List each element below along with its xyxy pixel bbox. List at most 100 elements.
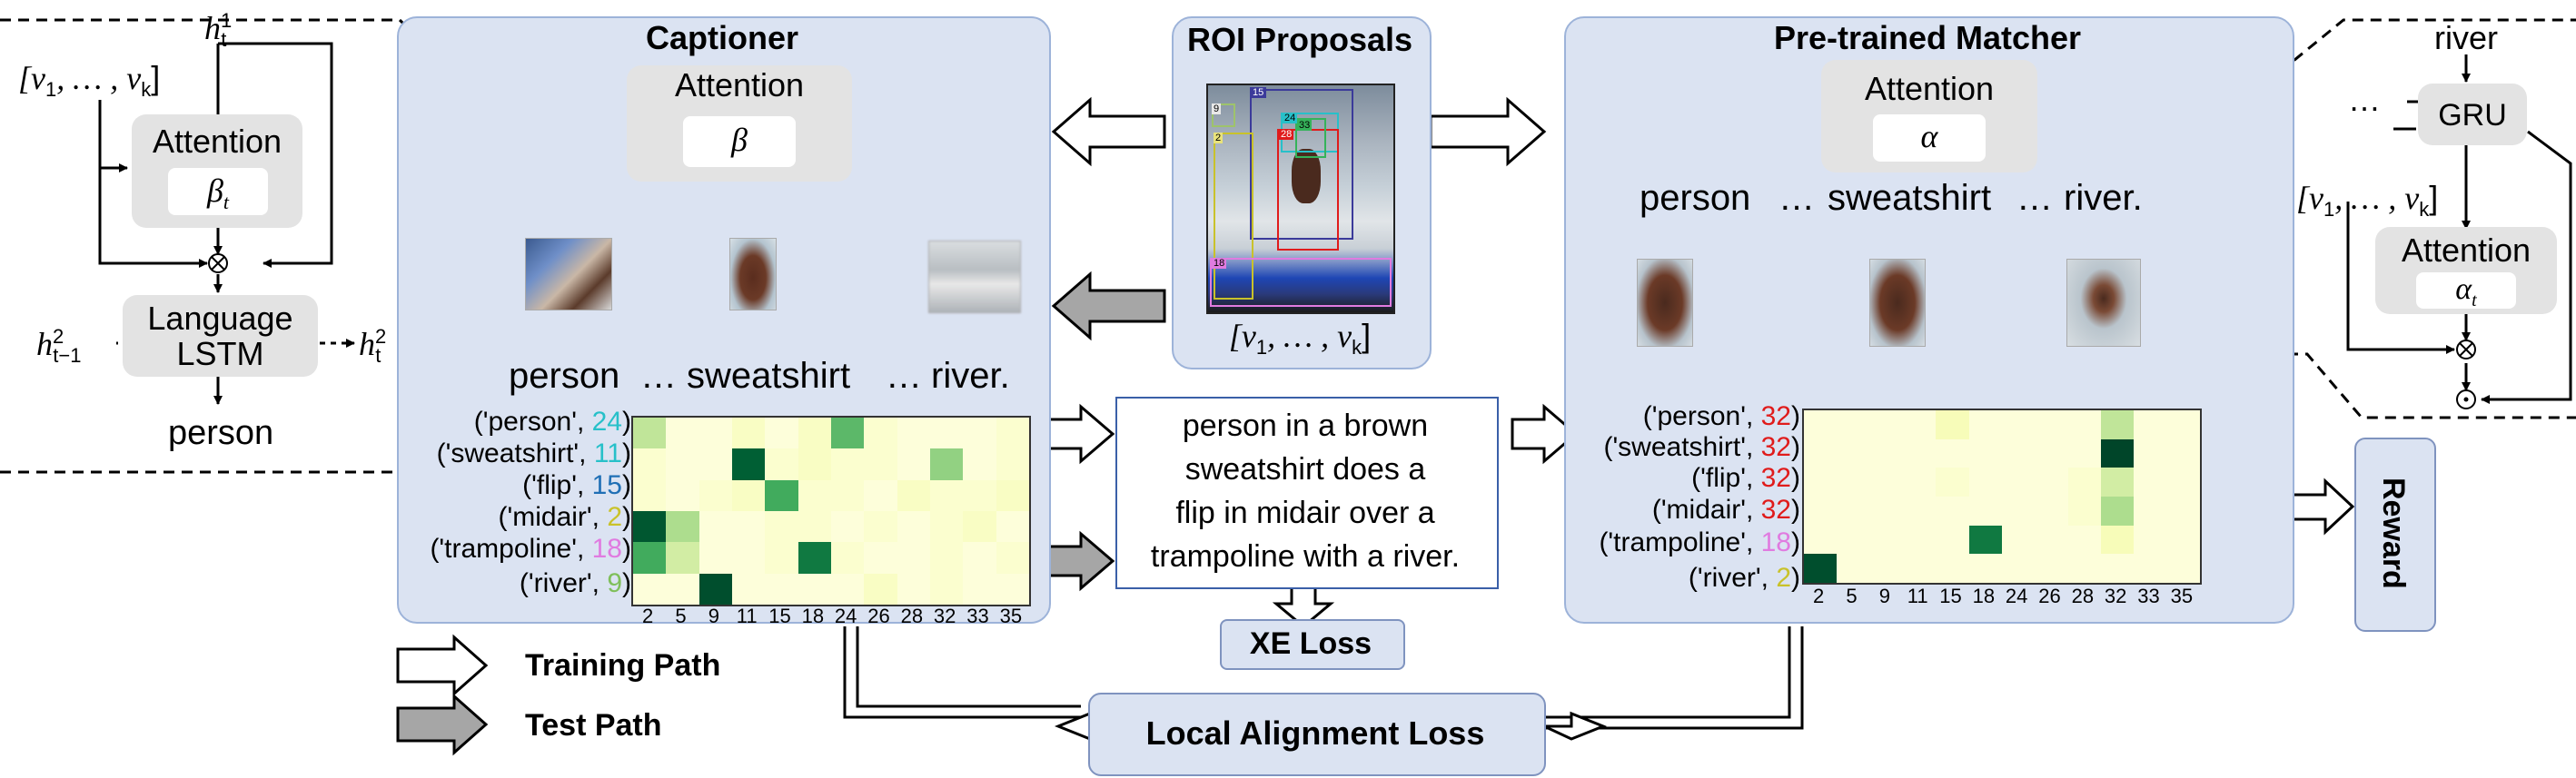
roi-test-arrow [1051, 271, 1166, 341]
x-tick-label: 18 [1972, 585, 1996, 607]
heatmap-cell [897, 448, 930, 480]
heatmap-cell [830, 418, 865, 449]
x-tick-label: 18 [801, 605, 825, 627]
legend-test-arrow [396, 693, 489, 756]
x-tick-label: 5 [675, 605, 687, 627]
lstm-output-label: person [168, 414, 274, 452]
heatmap-cell [864, 479, 897, 511]
heatmap-cell [830, 573, 865, 605]
gru-label: GRU [2438, 98, 2507, 133]
roi-person-figure [1292, 149, 1321, 203]
heatmap-cell [1869, 496, 1903, 526]
heatmap-cell [1837, 438, 1870, 468]
captioner-word-sweatshirt: sweatshirt [687, 356, 851, 396]
heatmap-cell [897, 510, 930, 543]
matcher-word-river: river. [2064, 178, 2143, 218]
alpha-label: α [1920, 118, 1938, 154]
h-next-label: h2t [359, 325, 387, 368]
heatmap-cell [864, 418, 897, 449]
captioner-row-label: ('river', 9) [519, 568, 631, 598]
heatmap-cell [666, 448, 699, 480]
matcher-word-person: person [1640, 178, 1751, 218]
heatmap-cell [996, 542, 1029, 574]
heatmap-cell [1804, 438, 1838, 468]
heatmap-cell [2134, 438, 2167, 468]
heatmap-cell [765, 542, 798, 574]
roi-caption: [v1, … , vk] [1228, 317, 1372, 359]
roi-title: ROI Proposals [1186, 21, 1413, 58]
generated-sentence-box [1115, 397, 1499, 589]
heatmap-cell [963, 573, 996, 605]
matcher-row-label: ('trampoline', 18) [1599, 527, 1800, 557]
heatmap-cell [2067, 438, 2101, 468]
heatmap-cell [929, 479, 964, 511]
heatmap-cell [2100, 525, 2135, 555]
matcher-word-ellipsis-2: … [2016, 178, 2053, 218]
heatmap-cell [765, 418, 798, 449]
matcher-image-person [1637, 259, 1693, 347]
x-tick-label: 26 [867, 605, 890, 627]
captioner-attention-label: Attention [674, 66, 805, 103]
roi-label-15: 15 [1250, 87, 1267, 98]
heatmap-cell [2166, 525, 2200, 555]
x-tick-label: 35 [999, 605, 1023, 627]
alpha-t-label: αt [2455, 272, 2477, 310]
heatmap-cell [2166, 468, 2200, 497]
heatmap-cell [963, 418, 996, 449]
heatmap-cell [996, 573, 1029, 605]
image-river-crop [928, 241, 1021, 313]
heatmap-cell [2035, 438, 2068, 468]
x-tick-label: 28 [900, 605, 924, 627]
roi-box-2 [1214, 133, 1253, 300]
roi-box-9 [1212, 103, 1235, 127]
heatmap-cell [2134, 410, 2167, 439]
heatmap-cell [2100, 496, 2135, 526]
x-tick-label: 15 [768, 605, 791, 627]
matcher-attention-heatmap [1802, 409, 2202, 585]
x-tick-label: 2 [642, 605, 654, 627]
heatmap-cell [1804, 525, 1838, 555]
heatmap-cell [1869, 554, 1903, 583]
heatmap-cell [2035, 468, 2068, 497]
h-prev-label: h2t−1 [36, 325, 82, 368]
heatmap-cell [1902, 410, 1937, 439]
heatmap-cell [2166, 410, 2200, 439]
heatmap-cell [1804, 468, 1838, 497]
x-tick-label: 2 [1813, 585, 1825, 607]
heatmap-cell [2134, 496, 2167, 526]
matcher-alpha-box [1873, 114, 1986, 162]
heatmap-cell [1936, 525, 1969, 555]
beta-label: β [731, 122, 748, 158]
heatmap-cell [2100, 554, 2135, 583]
heatmap-cell [765, 573, 798, 605]
heatmap-cell [864, 573, 897, 605]
roi-label-2: 2 [1214, 133, 1224, 143]
reward-label: Reward [2376, 477, 2411, 589]
heatmap-cell [1936, 438, 1969, 468]
legend-test-label: Test Path [525, 708, 662, 743]
x-tick-label: 32 [2104, 585, 2127, 607]
heatmap-cell [1968, 554, 2002, 583]
heatmap-cell [864, 448, 897, 480]
heatmap-cell [929, 573, 964, 605]
heatmap-cell [2001, 554, 2036, 583]
heatmap-cell [963, 542, 996, 574]
heatmap-cell [698, 479, 732, 511]
heatmap-cell [1968, 410, 2002, 439]
heatmap-cell [929, 510, 964, 543]
heatmap-cell [1936, 410, 1969, 439]
heatmap-cell [1837, 525, 1870, 555]
x-tick-label: 32 [933, 605, 956, 627]
roi-box-15 [1250, 89, 1353, 240]
heatmap-cell [2067, 410, 2101, 439]
heatmap-cell [2001, 496, 2036, 526]
beta-t-label: βt [206, 172, 230, 214]
heatmap-cell [897, 573, 930, 605]
heatmap-cell [2134, 468, 2167, 497]
captioner-word-ellipsis-1: … [640, 356, 677, 396]
heatmap-cell [1902, 496, 1937, 526]
heatmap-cell [698, 542, 732, 574]
roi-label-9: 9 [1212, 103, 1222, 114]
heatmap-cell [731, 573, 766, 605]
heatmap-cell [1968, 525, 2002, 555]
